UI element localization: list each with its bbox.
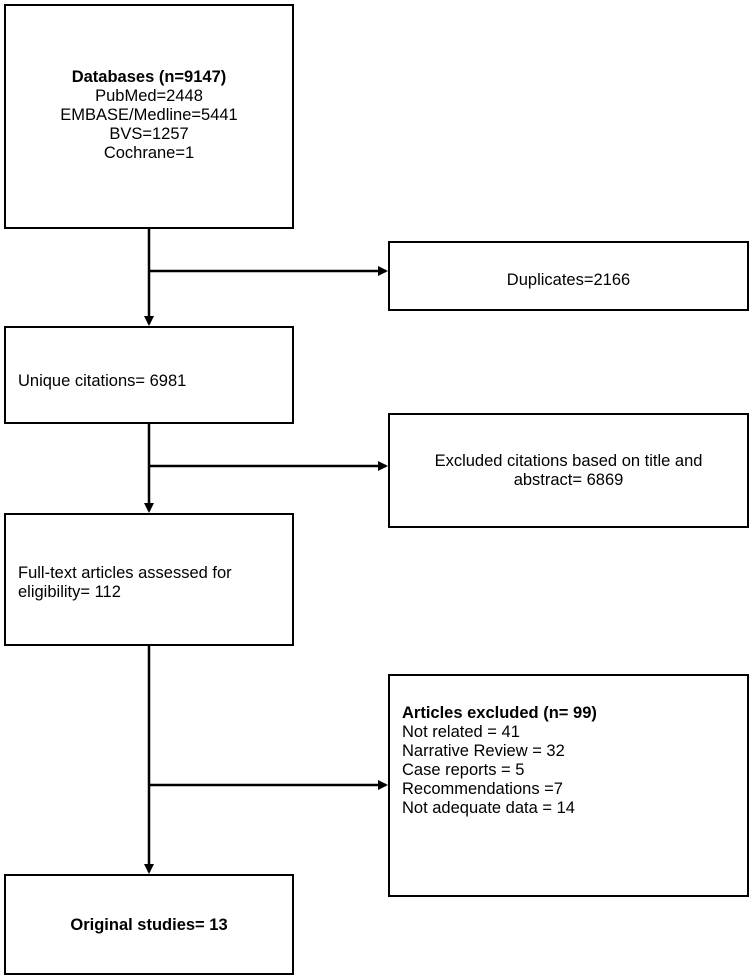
- exclusion-reason: Not adequate data = 14: [402, 799, 575, 817]
- original-studies-box: Original studies= 13: [4, 874, 294, 975]
- duplicates-text: Duplicates=2166: [506, 271, 631, 289]
- unique-citations-box: Unique citations= 6981: [4, 326, 294, 424]
- articles-excluded-title: Articles excluded (n= 99): [402, 704, 597, 722]
- database-line: Cochrane=1: [103, 144, 195, 162]
- database-line: PubMed=2448: [95, 87, 203, 105]
- duplicates-box: Duplicates=2166: [388, 241, 749, 311]
- database-line: EMBASE/Medline=5441: [60, 106, 238, 124]
- fulltext-line: Full-text articles assessed for: [18, 564, 232, 582]
- original-studies-text: Original studies= 13: [70, 916, 228, 934]
- unique-citations-text: Unique citations= 6981: [18, 372, 187, 390]
- exclusion-reason: Not related = 41: [402, 723, 520, 741]
- databases-box: Databases (n=9147) PubMed=2448 EMBASE/Me…: [4, 4, 294, 229]
- fulltext-line: eligibility= 112: [18, 583, 121, 601]
- fulltext-box: Full-text articles assessed for eligibil…: [4, 513, 294, 646]
- exclusion-reason: Case reports = 5: [402, 761, 525, 779]
- excluded-title-abstract-box: Excluded citations based on title and ab…: [388, 413, 749, 528]
- exclusion-reason: Recommendations =7: [402, 780, 563, 798]
- databases-title: Databases (n=9147): [71, 68, 227, 86]
- excluded-title-line: abstract= 6869: [513, 471, 624, 489]
- articles-excluded-box: Articles excluded (n= 99) Not related = …: [388, 674, 749, 897]
- excluded-title-line: Excluded citations based on title and: [434, 452, 703, 470]
- database-line: BVS=1257: [109, 125, 189, 143]
- exclusion-reason: Narrative Review = 32: [402, 742, 565, 760]
